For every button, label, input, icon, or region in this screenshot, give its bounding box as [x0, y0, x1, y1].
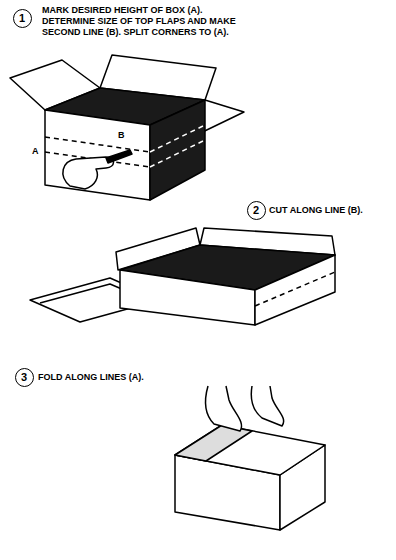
- step-number-circle: 3: [15, 368, 34, 387]
- dashed-line: [255, 272, 335, 306]
- line-letter: A: [31, 146, 40, 157]
- instruction-text: FOLD ALONG LINES (A).: [38, 372, 188, 383]
- line-letter: B: [117, 130, 126, 141]
- dashed-line: [150, 140, 205, 167]
- side-face: [255, 255, 335, 325]
- dashed-line: [45, 137, 150, 152]
- front-face: [120, 270, 255, 325]
- dashed-line: [150, 125, 205, 152]
- top-face: [175, 425, 325, 475]
- box-step-one: [10, 55, 244, 200]
- side-face: [150, 100, 205, 200]
- instruction-text: CUT ALONG LINE (B).: [269, 205, 391, 216]
- front-face: [45, 110, 150, 200]
- box-step-two: [30, 228, 335, 325]
- hand: [251, 386, 283, 426]
- step-number: 2: [253, 205, 259, 216]
- hand: [63, 157, 114, 189]
- step-number: 3: [21, 372, 27, 383]
- hand: [206, 386, 242, 431]
- instruction-text: MARK DESIRED HEIGHT OF BOX (A). DETERMIN…: [42, 5, 242, 37]
- knife: [106, 150, 132, 163]
- step-number: 1: [19, 13, 25, 24]
- step-number-circle: 1: [13, 9, 32, 28]
- box-step-three: [175, 386, 325, 530]
- step-number-circle: 2: [247, 201, 266, 220]
